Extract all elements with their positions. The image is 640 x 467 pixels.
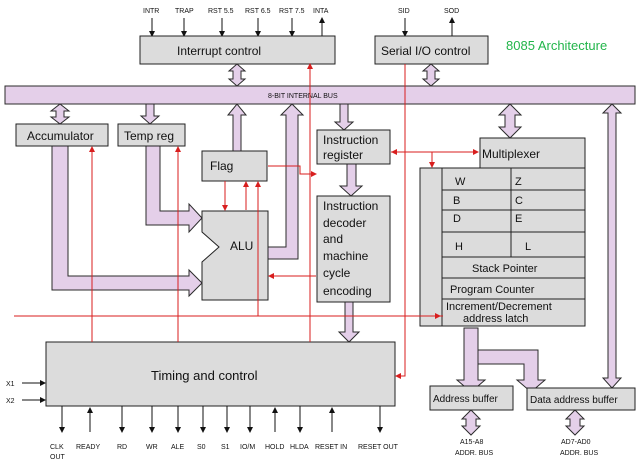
accumulator-block <box>15 123 109 147</box>
timing-control-block <box>45 341 396 407</box>
pin-clk: CLK <box>50 444 64 451</box>
pin-clk-out: OUT <box>50 454 66 461</box>
pin-hold: HOLD <box>265 444 284 451</box>
pin-intr: INTR <box>143 8 159 15</box>
pin-wr: WR <box>146 444 158 451</box>
temp-reg-block <box>117 123 186 147</box>
pin-inta: INTA <box>313 8 329 15</box>
bus-arrows <box>49 63 623 436</box>
control-lines <box>14 63 479 379</box>
clock-input-lines <box>22 380 46 403</box>
interrupt-pins <box>149 17 325 37</box>
pin-sid: SID <box>398 8 410 15</box>
flag-label: Flag <box>210 159 233 173</box>
pin-s1: S1 <box>221 444 230 451</box>
pin-sod: SOD <box>444 8 459 15</box>
alu-block <box>201 210 269 301</box>
pin-rd: RD <box>117 444 127 451</box>
pin-ready: READY <box>76 444 100 451</box>
pin-reset-out: RESET OUT <box>358 444 399 451</box>
instruction-register-block <box>316 129 391 165</box>
decoder-label-2: decoder <box>323 216 366 230</box>
inc-dec-label-2: address latch <box>463 313 528 325</box>
program-counter-label: Program Counter <box>450 284 535 296</box>
pin-io-m: IO/M <box>240 444 255 451</box>
address-bus-label-2: ADDR. BUS <box>455 450 493 457</box>
temp-reg-label: Temp reg <box>124 129 174 143</box>
data-bus-label-2: ADDR. BUS <box>560 450 598 457</box>
reg-l: L <box>525 241 531 253</box>
pin-x2: X2 <box>6 398 15 405</box>
decoder-label-6: encoding <box>323 284 372 298</box>
address-bus-label-1: A15-A8 <box>460 439 483 446</box>
flag-block <box>201 150 268 182</box>
pin-trap: TRAP <box>175 8 194 15</box>
address-buffer-block <box>429 385 514 411</box>
pin-rst65: RST 6.5 <box>245 8 271 15</box>
data-address-buffer-label: Data address buffer <box>530 395 618 406</box>
serial-pins <box>402 17 455 37</box>
timing-control-label: Timing and control <box>151 368 258 383</box>
instruction-register-label-2: register <box>323 148 363 162</box>
data-address-buffer-block <box>526 387 636 411</box>
register-grid <box>441 168 585 326</box>
multiplexer-label: Multiplexer <box>482 147 540 161</box>
accumulator-label: Accumulator <box>27 129 94 143</box>
pin-rst55: RST 5.5 <box>208 8 234 15</box>
decoder-label-5: cycle <box>323 266 351 280</box>
instruction-register-label-1: Instruction <box>323 133 378 147</box>
pin-x1: X1 <box>6 381 15 388</box>
pin-ale: ALE <box>171 444 185 451</box>
internal-bus-label: 8-BIT INTERNAL BUS <box>268 93 338 100</box>
stack-pointer-label: Stack Pointer <box>472 263 538 275</box>
reg-d: D <box>453 213 461 225</box>
decoder-label-4: machine <box>323 249 369 263</box>
multiplexer-block <box>479 137 586 169</box>
decoder-block <box>316 195 391 303</box>
internal-bus <box>4 85 636 105</box>
serial-io-label: Serial I/O control <box>381 44 470 58</box>
register-array <box>419 167 586 327</box>
alu-label: ALU <box>230 239 253 253</box>
data-bus-label-1: AD7-AD0 <box>561 439 591 446</box>
reg-h: H <box>455 241 463 253</box>
reg-w: W <box>455 176 466 188</box>
reg-b: B <box>453 195 460 207</box>
pin-reset-in: RESET IN <box>315 444 347 451</box>
decoder-label-1: Instruction <box>323 199 378 213</box>
control-pin-lines <box>59 406 383 433</box>
interrupt-control-label: Interrupt control <box>177 44 261 58</box>
pin-s0: S0 <box>197 444 206 451</box>
pin-hlda: HLDA <box>290 444 309 451</box>
reg-e: E <box>515 213 522 225</box>
pin-rst75: RST 7.5 <box>279 8 305 15</box>
reg-z: Z <box>515 176 522 188</box>
address-buffer-label: Address buffer <box>433 394 499 405</box>
diagram-title: 8085 Architecture <box>506 38 607 53</box>
inc-dec-label-1: Increment/Decrement <box>446 301 552 313</box>
decoder-label-3: and <box>323 232 343 246</box>
reg-c: C <box>515 195 523 207</box>
